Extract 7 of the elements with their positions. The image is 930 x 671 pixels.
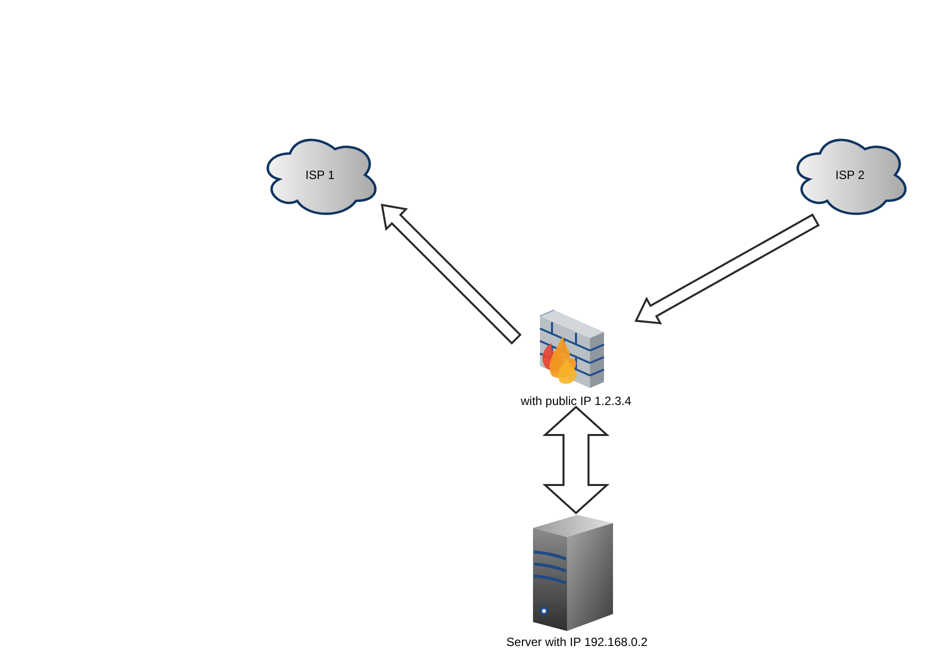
node-label: Server with IP 192.168.0.2 bbox=[506, 635, 648, 649]
node-label: ISP 1 bbox=[305, 168, 335, 182]
node-label: with public IP 1.2.3.4 bbox=[520, 394, 632, 408]
block-arrow bbox=[542, 406, 610, 514]
node-label: ISP 2 bbox=[835, 168, 865, 182]
block-arrow bbox=[634, 213, 820, 324]
block-arrow bbox=[380, 204, 522, 345]
